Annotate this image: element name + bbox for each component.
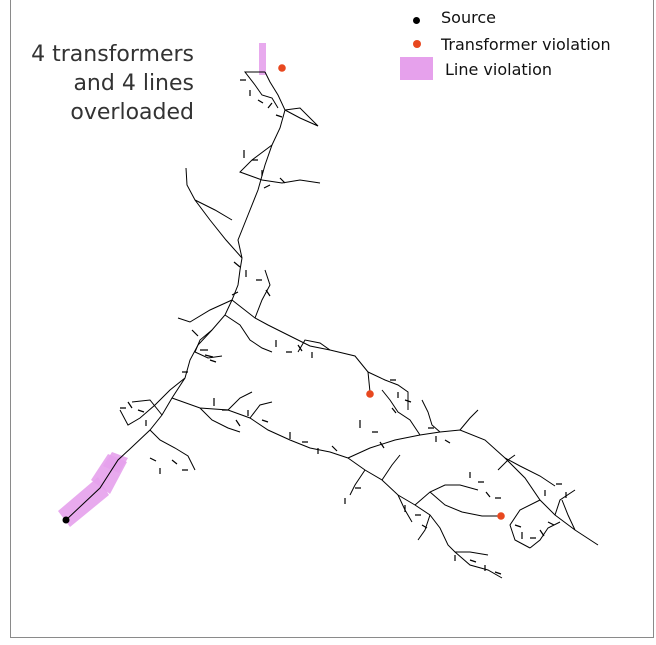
line-violation-segment — [58, 477, 109, 527]
line-violation-segment — [259, 43, 266, 75]
network-stubs — [120, 79, 567, 575]
legend-transformer-label: Transformer violation — [441, 35, 611, 54]
transformer-violation-marker-icon — [413, 40, 421, 48]
annotation-line-1: 4 transformers — [31, 42, 194, 67]
source-marker-icon — [413, 17, 420, 24]
line-violation-swatch-icon — [400, 57, 433, 80]
source-node — [62, 516, 70, 524]
transformer-violation-marker — [497, 512, 505, 520]
figure-frame — [10, 0, 654, 638]
line-violation-segment — [103, 452, 128, 473]
transformer-violations — [278, 64, 505, 520]
annotation-line-2: and 4 lines — [73, 71, 194, 96]
transformer-violation-marker — [366, 390, 374, 398]
annotation-line-3: overloaded — [70, 100, 194, 125]
overload-annotation: 4 transformers and 4 lines overloaded — [31, 40, 194, 127]
network-lines — [65, 71, 599, 579]
legend-line-label: Line violation — [445, 60, 553, 79]
legend: Source Transformer violation Line violat… — [398, 4, 656, 82]
transformer-violation-marker — [278, 64, 286, 72]
legend-source-label: Source — [441, 8, 496, 27]
